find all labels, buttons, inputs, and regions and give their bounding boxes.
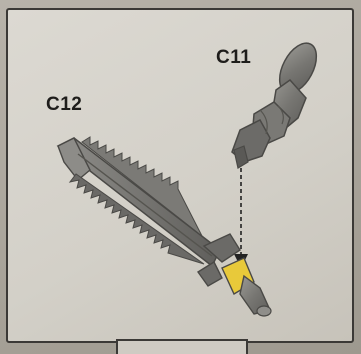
instruction-step-panel: C11 C12 bbox=[6, 8, 354, 343]
next-panel-edge bbox=[116, 339, 248, 354]
assembly-diagram bbox=[8, 10, 354, 343]
part-label-c12: C12 bbox=[46, 94, 82, 116]
part-label-c11: C11 bbox=[216, 47, 251, 69]
